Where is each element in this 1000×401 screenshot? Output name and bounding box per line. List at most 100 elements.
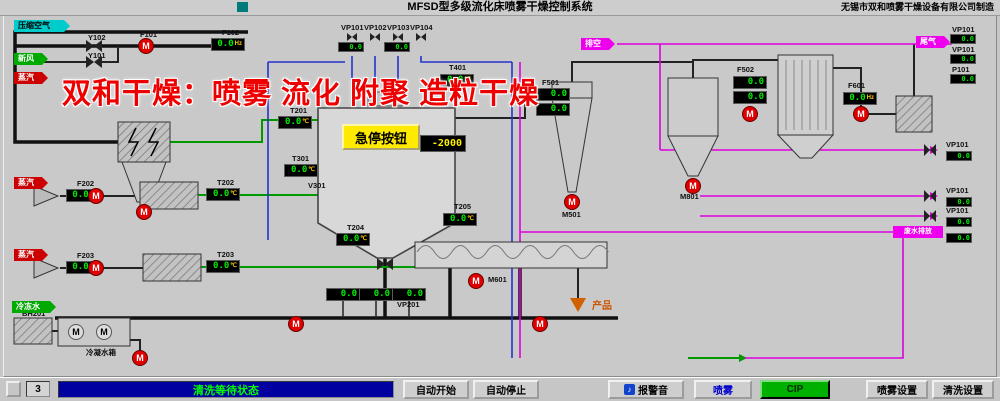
product-label: 产品 bbox=[592, 301, 612, 312]
value-display: 0.0℃ bbox=[336, 233, 370, 246]
alarm-sound-label: 报警音 bbox=[638, 386, 668, 397]
black-pipes bbox=[13, 30, 618, 320]
motor-icon: M bbox=[288, 316, 304, 332]
equipment-label: VP102 bbox=[364, 23, 387, 32]
green-arrowhead bbox=[739, 354, 747, 362]
value-display: 0.0 bbox=[946, 197, 972, 207]
bag-filter bbox=[776, 54, 835, 159]
equipment-label: VP101 bbox=[952, 25, 975, 34]
flow-tag: 尾气 bbox=[916, 36, 950, 48]
steam-heater-2 bbox=[142, 253, 202, 282]
equipment-label: F202 bbox=[77, 179, 95, 188]
value-display: 0.0℃ bbox=[440, 74, 474, 87]
equipment-label: F101 bbox=[140, 30, 158, 39]
flow-tag: 压缩空气 bbox=[14, 20, 70, 32]
value-display: 0.0 bbox=[950, 54, 976, 64]
atomizer bbox=[367, 91, 403, 107]
value-display: 0.0 bbox=[536, 88, 570, 101]
value-display: 0.0 bbox=[326, 288, 360, 301]
toolbar: 3 清洗等待状态 自动开始 自动停止 ♪ 报警音 喷雾 CIP 喷雾设置 清洗设… bbox=[0, 377, 1000, 401]
motor-icon: M bbox=[532, 316, 548, 332]
equipment-label: VP101 bbox=[341, 23, 364, 32]
value-display: 0.0 bbox=[359, 288, 393, 301]
motor-icon: M bbox=[68, 324, 84, 340]
equipment-label: F601 bbox=[848, 81, 866, 90]
equipment-label: VP104 bbox=[410, 23, 433, 32]
equipment-label: T205 bbox=[454, 202, 472, 211]
magenta-arrowheads bbox=[930, 146, 938, 220]
equipment-label: VP201 bbox=[397, 300, 420, 309]
equipment-label: T204 bbox=[347, 223, 365, 232]
value-display: 0.0 bbox=[946, 217, 972, 227]
blue-pipes bbox=[267, 56, 513, 358]
equipment-label: F102 bbox=[222, 28, 240, 37]
equipment-label: Y102 bbox=[88, 33, 106, 42]
flow-tag: 蒸汽 bbox=[14, 72, 48, 84]
equipment-label: F502 bbox=[737, 65, 755, 74]
equipment-label: T201 bbox=[290, 106, 308, 115]
clean-settings-button[interactable]: 清洗设置 bbox=[932, 380, 994, 399]
value-display: 0.0 bbox=[384, 42, 410, 52]
equipment-label: 冷凝水箱 bbox=[86, 348, 116, 357]
alarm-sound-button[interactable]: ♪ 报警音 bbox=[608, 380, 684, 399]
spray-settings-button[interactable]: 喷雾设置 bbox=[866, 380, 928, 399]
title-bar: MFSD型多级流化床喷雾干燥控制系统 无锡市双和喷雾干燥设备有限公司制造 bbox=[0, 0, 1000, 16]
value-display: 0.0 bbox=[946, 233, 972, 243]
equipment-label: Y101 bbox=[88, 51, 106, 60]
equipment-label: M601 bbox=[488, 275, 507, 284]
motor-icon: M bbox=[468, 273, 484, 289]
value-display: 0.0 bbox=[392, 288, 426, 301]
equipment-label: T203 bbox=[217, 250, 235, 259]
equipment-label: VP101 bbox=[946, 140, 969, 149]
electric-heater bbox=[117, 121, 171, 163]
equipment-label: T202 bbox=[217, 178, 235, 187]
motor-icon: M bbox=[88, 188, 104, 204]
value-display: 0.0 bbox=[946, 151, 972, 161]
equipment-label: VP101 bbox=[946, 206, 969, 215]
cyclone-stage2 bbox=[667, 77, 719, 177]
flow-tag: 新风 bbox=[14, 53, 48, 65]
motor-icon: M bbox=[136, 204, 152, 220]
emergency-stop-button[interactable]: 急停按钮 bbox=[342, 124, 420, 150]
auto-start-button[interactable]: 自动开始 bbox=[403, 380, 469, 399]
value-display: 0.0 bbox=[338, 42, 364, 52]
equipment-label: M501 bbox=[562, 210, 581, 219]
value-display: 0.0 bbox=[950, 74, 976, 84]
intake-funnel-2 bbox=[33, 257, 60, 279]
value-display: 0.0℃ bbox=[278, 116, 312, 129]
status-text: 清洗等待状态 bbox=[193, 384, 259, 397]
motor-icon: M bbox=[132, 350, 148, 366]
value-display: 0.0 bbox=[733, 91, 767, 104]
value-display: 0.0 bbox=[733, 76, 767, 89]
motor-icon: M bbox=[853, 106, 869, 122]
flow-tag: 冷冻水 bbox=[12, 301, 56, 313]
alarm-sound-icon: ♪ bbox=[624, 384, 635, 395]
equipment-label: T401 bbox=[449, 63, 467, 72]
equipment-label: P101 bbox=[952, 65, 970, 74]
flow-tag: 蒸汽 bbox=[14, 177, 48, 189]
product-arrow bbox=[570, 298, 586, 312]
vendor-watermark: 双和干燥：喷雾 流化 附聚 造粒干燥 bbox=[62, 78, 540, 110]
motor-icon: M bbox=[564, 194, 580, 210]
intake-funnel-1 bbox=[33, 185, 60, 207]
equipment-label: VP101 bbox=[952, 45, 975, 54]
equipment-label: VP101 bbox=[946, 186, 969, 195]
spray-button[interactable]: 喷雾 bbox=[694, 380, 752, 399]
auto-stop-button[interactable]: 自动停止 bbox=[473, 380, 539, 399]
steam-heater-1 bbox=[139, 181, 199, 210]
fluid-bed bbox=[414, 241, 609, 269]
motor-icon: M bbox=[138, 38, 154, 54]
value-display: 0.0 bbox=[536, 103, 570, 116]
page-indicator[interactable]: 3 bbox=[26, 381, 50, 397]
window-button[interactable] bbox=[6, 381, 21, 397]
status-bar: 清洗等待状态 bbox=[58, 381, 394, 398]
value-display: 0.0℃ bbox=[206, 260, 240, 273]
exhaust-silencer bbox=[895, 95, 933, 133]
cip-button[interactable]: CIP bbox=[760, 380, 830, 399]
flow-tag: 废水排放 bbox=[893, 226, 943, 238]
value-display: 0.0 bbox=[950, 34, 976, 44]
